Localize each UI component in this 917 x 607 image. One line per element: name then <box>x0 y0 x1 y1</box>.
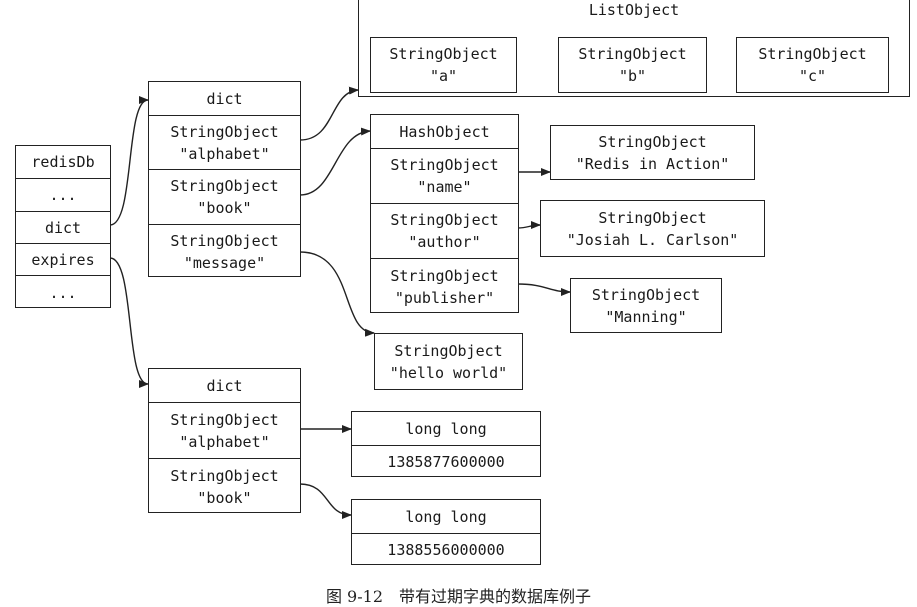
main-dict: dict StringObject "alphabet" StringObjec… <box>148 81 301 277</box>
value-text: "Redis in Action" <box>575 154 730 173</box>
entry-type: StringObject <box>170 466 279 485</box>
entry-type: StringObject <box>170 177 279 195</box>
main-dict-entry-alphabet: StringObject "alphabet" <box>149 115 300 169</box>
expire-time-value: 1388556000000 <box>352 533 540 566</box>
redisdb-ellipsis-2-text: ... <box>49 283 77 302</box>
field-key: "name" <box>417 178 472 196</box>
redisdb-row-expires: expires <box>16 243 110 275</box>
arrow-expire-book-to-time <box>299 483 352 519</box>
expire-time-book: long long 1388556000000 <box>351 499 541 565</box>
redisdb-row-dict: dict <box>16 211 110 243</box>
redisdb-expires-text: expires <box>31 250 95 269</box>
redisdb-row-ellipsis: ... <box>16 178 110 211</box>
field-type: StringObject <box>390 156 499 174</box>
expires-dict-entry-alphabet: StringObject "alphabet" <box>149 402 300 458</box>
hash-value-publisher: StringObject "Manning" <box>570 278 722 333</box>
list-item-b: StringObject "b" <box>558 37 707 93</box>
redisdb-row-ellipsis-2: ... <box>16 275 110 309</box>
field-type: StringObject <box>390 211 499 229</box>
hash-object: HashObject StringObject "name" StringObj… <box>370 114 519 313</box>
redisdb-title: redisDb <box>16 146 110 178</box>
hash-field-author: StringObject "author" <box>371 203 518 258</box>
arrow-author-to-value <box>517 221 541 230</box>
arrow-redisdb-expires-to-expires-dict <box>109 257 149 388</box>
redisdb-title-text: redisDb <box>31 153 95 171</box>
main-dict-entry-book: StringObject "book" <box>149 169 300 224</box>
field-type: StringObject <box>390 266 499 285</box>
list-item-a: StringObject "a" <box>370 37 517 93</box>
expires-dict-header-text: dict <box>206 376 243 395</box>
arrow-redisdb-dict-to-main-dict <box>109 96 149 226</box>
hash-object-header: HashObject <box>371 115 518 148</box>
item-type: StringObject <box>389 45 498 63</box>
list-object-title: ListObject <box>588 1 680 19</box>
entry-type: StringObject <box>170 410 279 429</box>
expire-value-text: 1385877600000 <box>387 453 505 471</box>
expires-dict-entry-book: StringObject "book" <box>149 458 300 514</box>
value-text: "Josiah L. Carlson" <box>566 230 739 249</box>
redisdb-dict-text: dict <box>44 218 82 237</box>
message-value: StringObject "hello world" <box>374 333 523 390</box>
item-type: StringObject <box>578 45 687 63</box>
expire-time-type: long long <box>352 500 540 533</box>
hash-field-publisher: StringObject "publisher" <box>371 258 518 314</box>
value-type: StringObject <box>598 208 707 227</box>
arrow-alphabet-to-listobject <box>299 86 359 141</box>
expire-value-text: 1388556000000 <box>387 541 505 559</box>
expires-dict: dict StringObject "alphabet" StringObjec… <box>148 368 301 513</box>
entry-type: StringObject <box>170 231 279 250</box>
main-dict-header-text: dict <box>206 89 243 108</box>
entry-key: "alphabet" <box>179 432 270 451</box>
list-item-c: StringObject "c" <box>736 37 889 93</box>
entry-key: "book" <box>197 199 252 217</box>
expire-time-type: long long <box>352 412 540 445</box>
value-type: StringObject <box>591 285 701 304</box>
value-type: StringObject <box>394 341 503 360</box>
hash-value-author: StringObject "Josiah L. Carlson" <box>540 200 765 257</box>
arrow-publisher-to-value <box>517 283 571 296</box>
figure-caption: 图 9-12 带有过期字典的数据库例子 <box>325 587 592 606</box>
hash-field-name: StringObject "name" <box>371 148 518 203</box>
redisdb-ellipsis-text: ... <box>49 186 77 204</box>
entry-key: "alphabet" <box>179 144 270 163</box>
item-type: StringObject <box>758 45 867 63</box>
expires-dict-header: dict <box>149 369 300 402</box>
item-value: "b" <box>618 67 647 85</box>
value-text: "Manning" <box>605 307 687 326</box>
field-key: "author" <box>408 233 481 251</box>
item-value: "c" <box>798 67 827 85</box>
field-key: "publisher" <box>394 288 495 307</box>
hash-value-name: StringObject "Redis in Action" <box>550 125 755 180</box>
main-dict-header: dict <box>149 82 300 115</box>
expire-time-alphabet: long long 1385877600000 <box>351 411 541 477</box>
main-dict-entry-message: StringObject "message" <box>149 224 300 278</box>
expire-time-value: 1385877600000 <box>352 445 540 478</box>
arrow-message-to-hello-world <box>299 251 375 337</box>
redisdb-struct: redisDb ... dict expires ... <box>15 145 111 308</box>
value-text: "hello world" <box>389 363 508 382</box>
expire-type-text: long long <box>405 507 487 526</box>
item-value: "a" <box>429 67 458 85</box>
value-type: StringObject <box>598 132 707 151</box>
hash-header-text: HashObject <box>399 122 490 141</box>
arrow-book-to-hashobject <box>299 127 371 196</box>
expire-type-text: long long <box>405 419 487 438</box>
entry-key: "message" <box>183 253 266 272</box>
entry-key: "book" <box>197 488 252 507</box>
entry-type: StringObject <box>170 122 279 141</box>
